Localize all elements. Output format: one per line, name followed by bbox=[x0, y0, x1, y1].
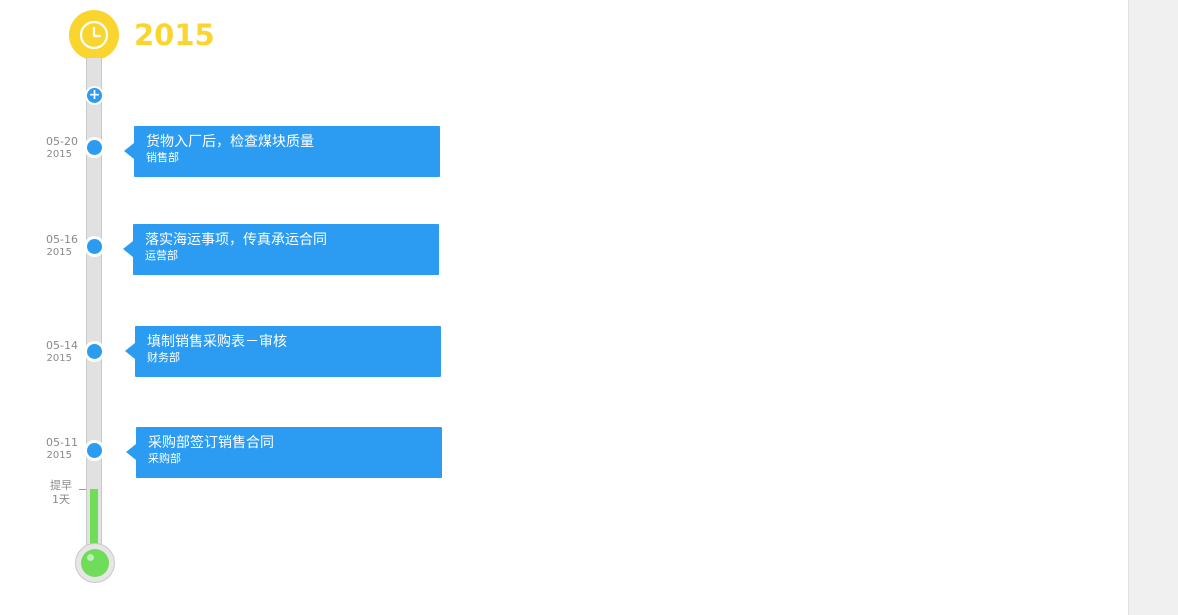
timeline-node[interactable] bbox=[84, 236, 105, 257]
event-date: 05-20 bbox=[46, 135, 78, 148]
event-department: 运营部 bbox=[145, 249, 178, 262]
event-department: 销售部 bbox=[146, 151, 179, 164]
event-date: 05-16 bbox=[46, 233, 78, 246]
timeline-node[interactable] bbox=[84, 341, 105, 362]
event-department: 财务部 bbox=[147, 351, 180, 364]
advance-tick-mark bbox=[79, 489, 86, 490]
event-card[interactable]: 落实海运事项，传真承运合同 运营部 bbox=[123, 224, 439, 275]
year-label: 2015 bbox=[134, 18, 215, 52]
timeline-node[interactable] bbox=[84, 137, 105, 158]
advance-label-line2: 1天 bbox=[52, 493, 70, 506]
advance-label-line1: 提早 bbox=[50, 479, 72, 492]
event-year: 2015 bbox=[46, 247, 72, 258]
thermometer-fill bbox=[90, 489, 98, 559]
advance-days-label: 提早 1天 bbox=[46, 479, 76, 507]
event-card[interactable]: 采购部签订销售合同 采购部 bbox=[126, 427, 442, 478]
timeline-node[interactable] bbox=[84, 440, 105, 461]
event-date: 05-11 bbox=[46, 436, 78, 449]
add-event-button[interactable]: + bbox=[85, 86, 104, 105]
event-title: 落实海运事项，传真承运合同 bbox=[145, 232, 327, 248]
event-department: 采购部 bbox=[148, 452, 181, 465]
event-title: 采购部签订销售合同 bbox=[148, 435, 274, 451]
event-year: 2015 bbox=[46, 353, 72, 364]
thermometer-bulb-shine bbox=[87, 554, 94, 561]
clock-icon bbox=[69, 10, 119, 60]
timeline-track bbox=[86, 58, 102, 552]
event-title: 填制销售采购表－审核 bbox=[147, 334, 287, 350]
plus-icon: + bbox=[87, 87, 102, 103]
event-date: 05-14 bbox=[46, 339, 78, 352]
event-year: 2015 bbox=[46, 149, 72, 160]
event-card[interactable]: 填制销售采购表－审核 财务部 bbox=[125, 326, 441, 377]
event-title: 货物入厂后，检查煤块质量 bbox=[146, 134, 314, 150]
event-year: 2015 bbox=[46, 450, 72, 461]
right-side-panel bbox=[1128, 0, 1178, 615]
event-card[interactable]: 货物入厂后，检查煤块质量 销售部 bbox=[124, 126, 440, 177]
thermometer-bulb-fill bbox=[81, 549, 109, 577]
